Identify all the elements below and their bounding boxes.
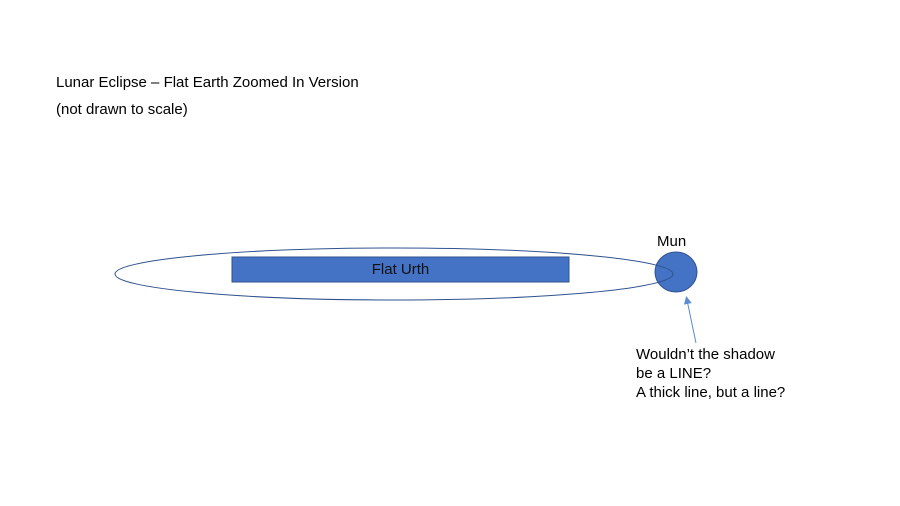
slide-subtitle: (not drawn to scale) — [56, 101, 188, 118]
annotation-line: be a LINE? — [636, 365, 712, 382]
flat-earth-rect — [231, 256, 570, 283]
orbit-ellipse — [114, 247, 674, 301]
moon-label: Mun — [657, 233, 687, 250]
annotation-line: A thick line, but a line? — [636, 384, 786, 401]
annotation-arrow — [683, 296, 697, 344]
annotation-line: Wouldn’t the shadow — [636, 346, 775, 363]
flat-earth-label: Flat Urth — [371, 261, 430, 278]
annotation-text: Wouldn’t the shadow be a LINE? A thick l… — [636, 345, 785, 402]
moon-circle — [654, 251, 698, 293]
slide-title: Lunar Eclipse – Flat Earth Zoomed In Ver… — [56, 74, 359, 91]
